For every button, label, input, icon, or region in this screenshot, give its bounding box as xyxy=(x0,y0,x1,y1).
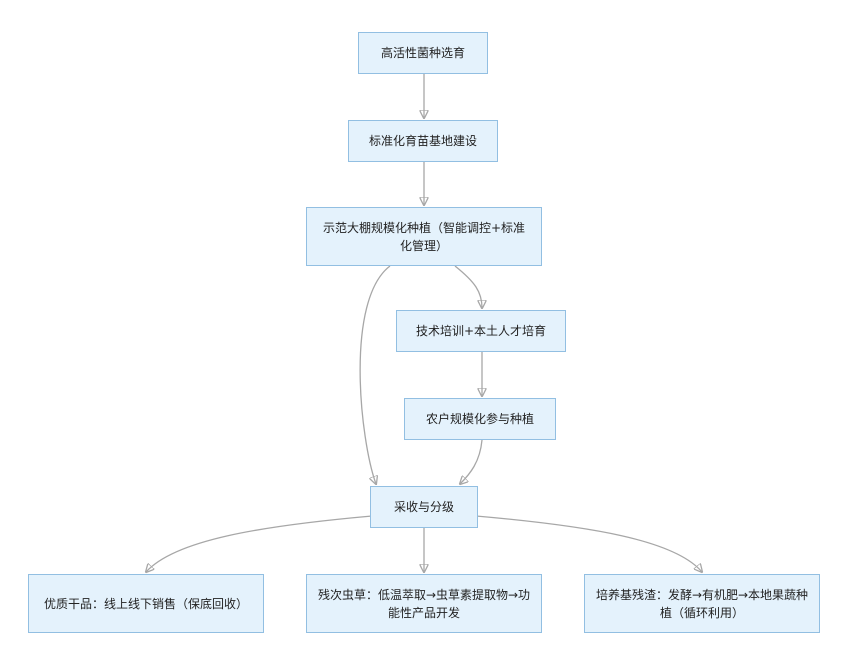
node-greenhouse: 示范大棚规模化种植（智能调控+标准化管理） xyxy=(306,207,542,266)
node-seedling-base: 标准化育苗基地建设 xyxy=(348,120,498,162)
edge-harvest-to-premium xyxy=(146,515,373,572)
edge-farmers-to-harvest xyxy=(460,439,483,484)
node-strain-breeding-label: 高活性菌种选育 xyxy=(380,46,465,60)
node-residue-label: 培养基残渣：发酵→有机肥→本地果蔬种植（循环利用） xyxy=(595,587,809,620)
node-harvest: 采收与分级 xyxy=(370,486,478,528)
edge-greenhouse-to-harvest xyxy=(359,265,391,484)
edge-harvest-to-residue xyxy=(475,515,702,572)
node-greenhouse-label: 示范大棚规模化种植（智能调控+标准化管理） xyxy=(322,220,526,253)
node-premium-sales: 优质干品：线上线下销售（保底回收） xyxy=(28,574,264,633)
node-training: 技术培训+本土人才培育 xyxy=(396,310,566,352)
node-defective-label: 残次虫草：低温萃取→虫草素提取物→功能性产品开发 xyxy=(317,587,531,620)
node-training-label: 技术培训+本土人才培育 xyxy=(415,324,547,338)
node-premium-sales-label: 优质干品：线上线下销售（保底回收） xyxy=(43,596,248,611)
node-farmers: 农户规模化参与种植 xyxy=(404,398,556,440)
node-seedling-base-label: 标准化育苗基地建设 xyxy=(368,134,477,148)
node-residue: 培养基残渣：发酵→有机肥→本地果蔬种植（循环利用） xyxy=(584,574,820,633)
node-farmers-label: 农户规模化参与种植 xyxy=(425,412,534,426)
node-defective: 残次虫草：低温萃取→虫草素提取物→功能性产品开发 xyxy=(306,574,542,633)
node-harvest-label: 采收与分级 xyxy=(393,500,454,514)
edge-greenhouse-to-training xyxy=(454,265,482,308)
node-strain-breeding: 高活性菌种选育 xyxy=(358,32,488,74)
